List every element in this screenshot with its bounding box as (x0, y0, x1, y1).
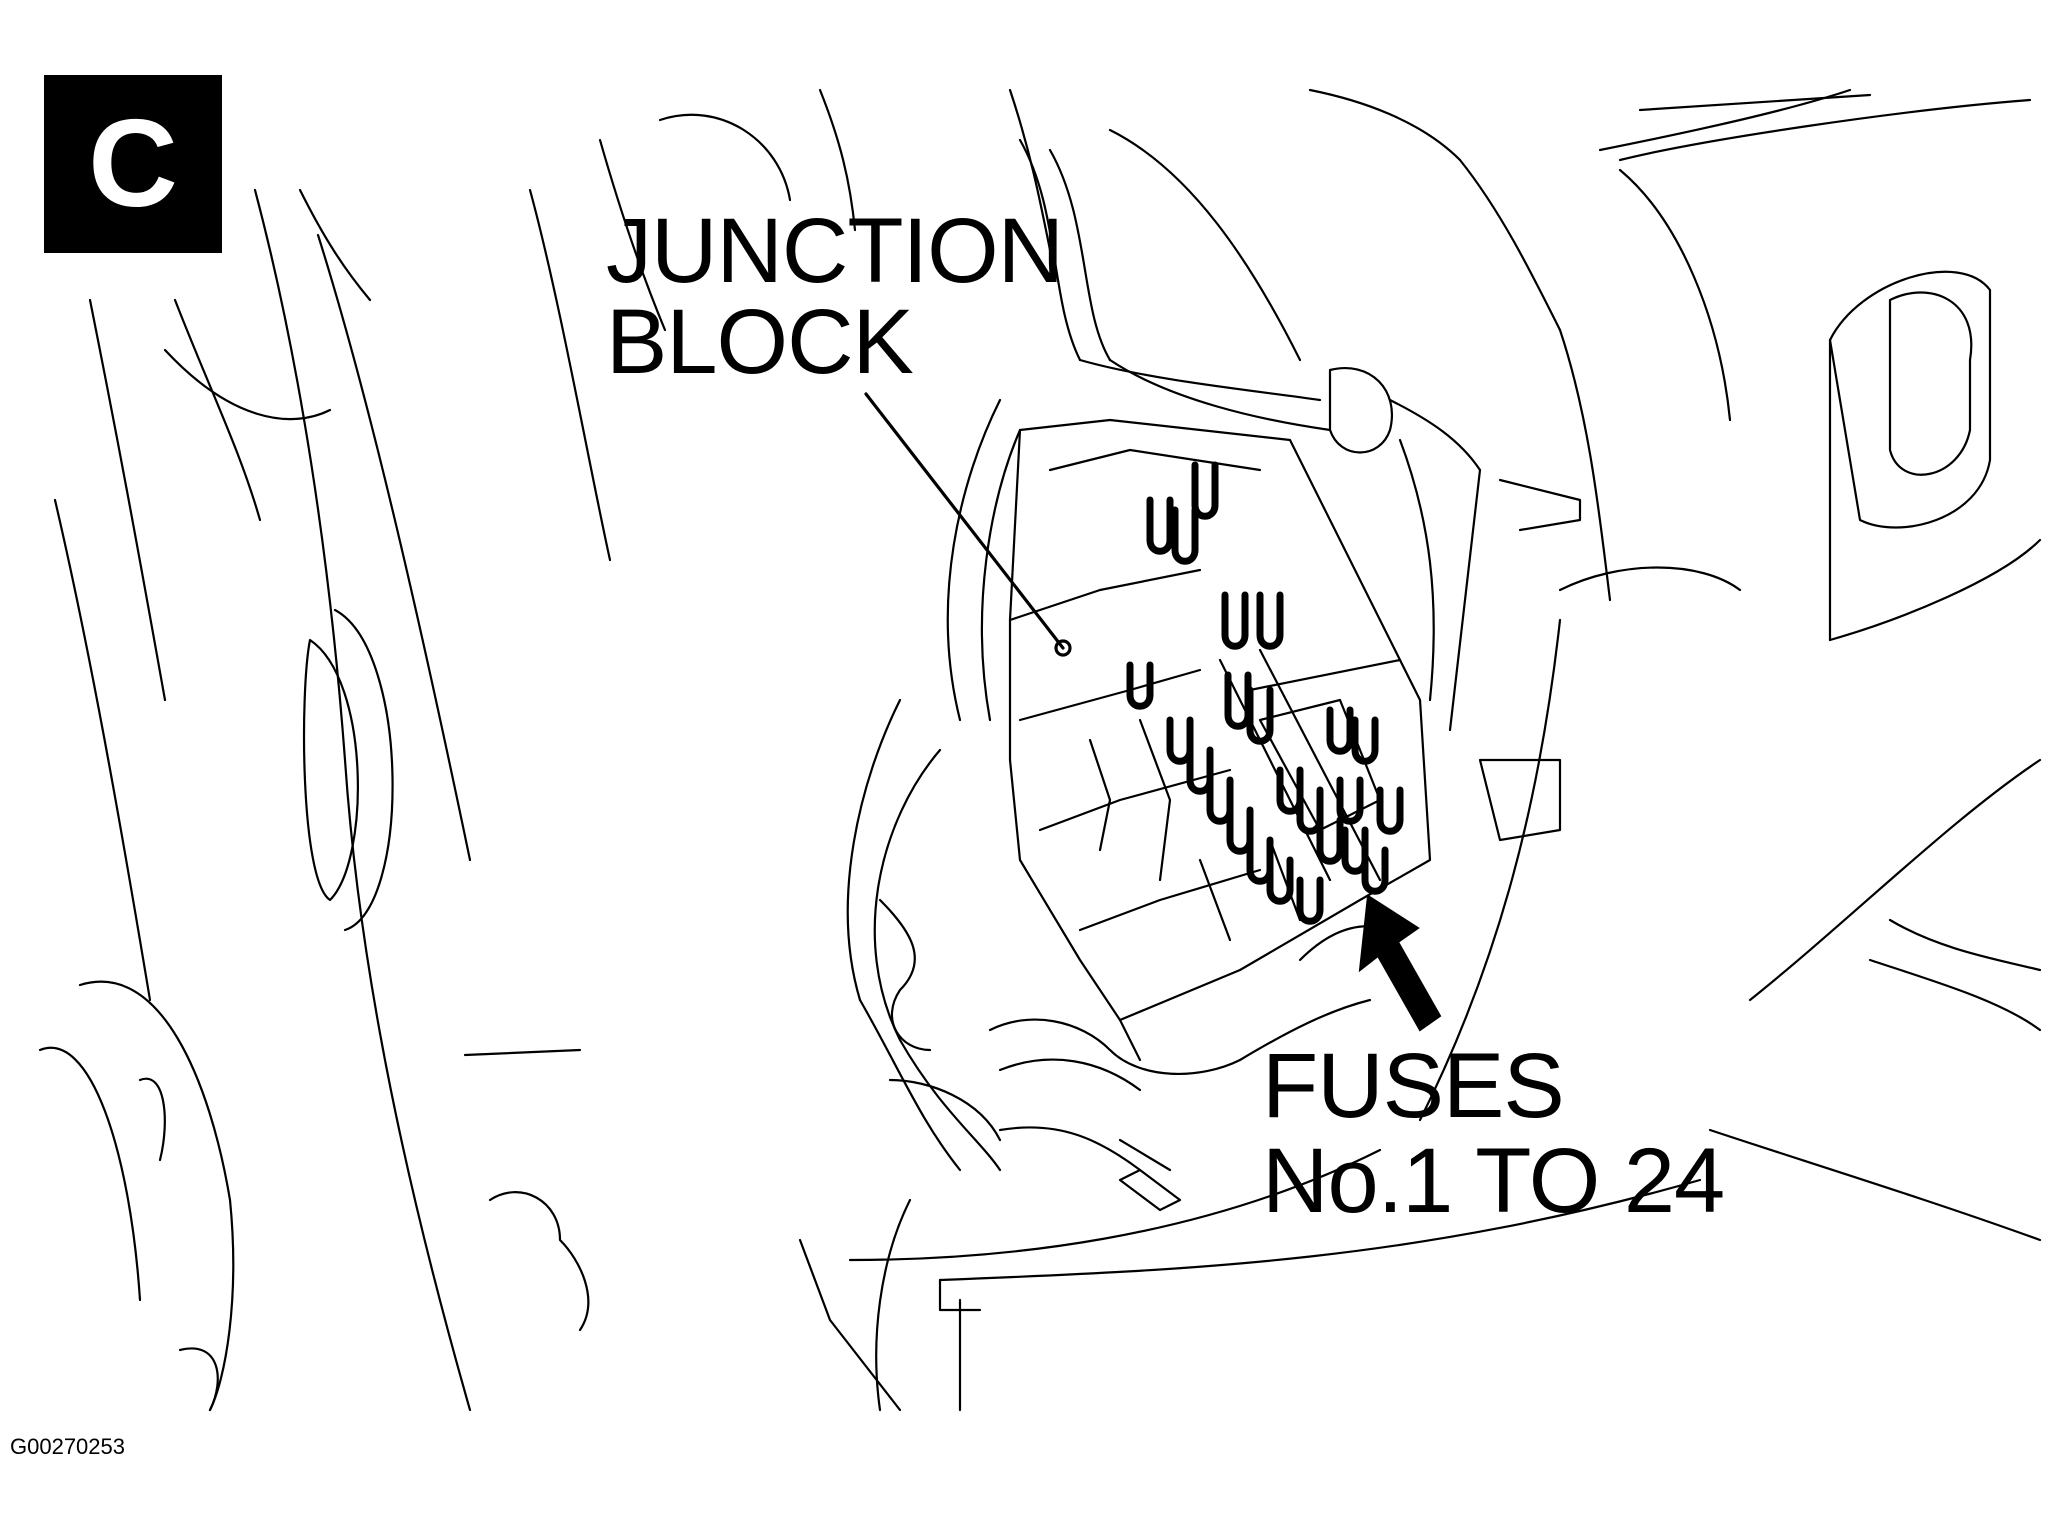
figure-letter: C (88, 95, 178, 233)
figure-letter-badge: C (44, 75, 222, 253)
junction-label-line1: JUNCTION (606, 200, 1064, 302)
leader-line (864, 392, 1065, 650)
background-panels (38, 88, 2042, 1412)
fuse-array (1126, 461, 1404, 925)
figure-code: G00270253 (10, 1434, 125, 1459)
fuses-arrow (1358, 894, 1442, 1032)
junction-label-line2: BLOCK (606, 291, 914, 393)
junction-block (1008, 418, 1432, 1062)
fuses-label-line2: No.1 TO 24 (1262, 1130, 1725, 1232)
fuses-label-line1: FUSES (1262, 1035, 1565, 1137)
wiring-harness (846, 138, 1582, 1172)
